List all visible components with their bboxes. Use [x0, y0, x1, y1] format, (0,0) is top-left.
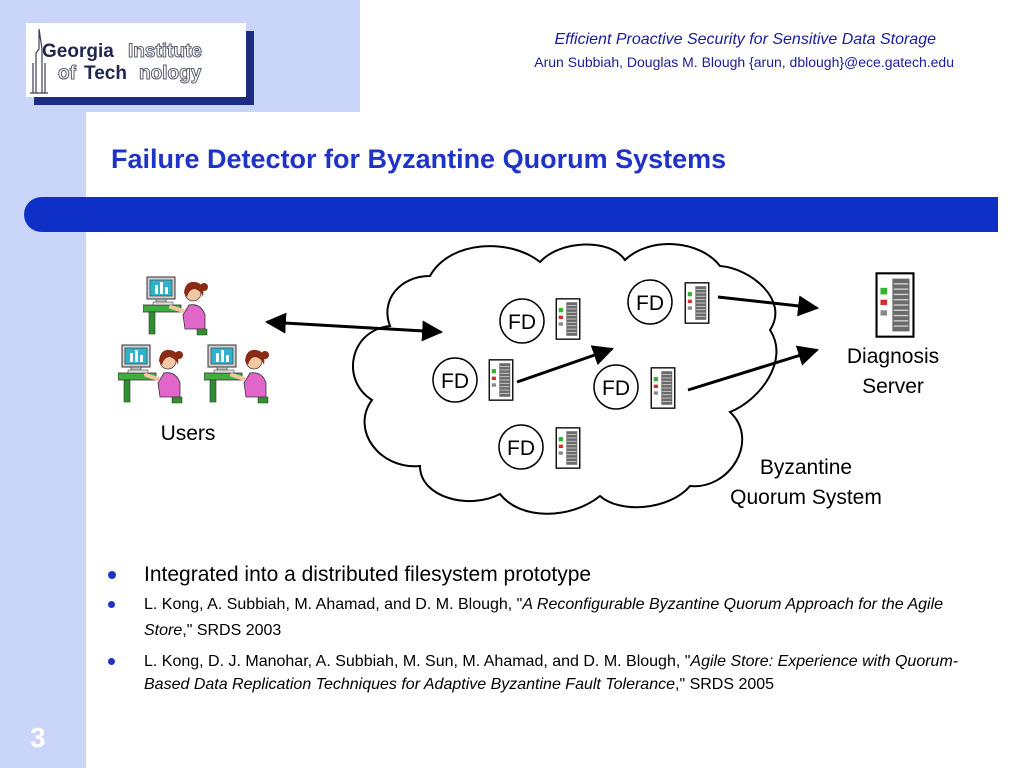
- bullet-dot-icon: [108, 571, 116, 579]
- logo-word-of: of: [58, 63, 77, 85]
- quorum-cloud: [352, 243, 778, 515]
- citation-authors: L. Kong, D. J. Manohar, A. Subbiah, M. S…: [144, 653, 691, 670]
- logo-word-institute: Institute: [128, 41, 203, 63]
- citation-venue: ," SRDS 2005: [675, 676, 775, 693]
- architecture-diagram: Users FD FD FD FD FD Diagnosis Server By…: [118, 243, 939, 515]
- diagnosis-server-label-line1: Diagnosis: [847, 345, 939, 368]
- fd-arrow: [516, 345, 614, 384]
- server-icon: [684, 282, 710, 324]
- byzantine-quorum-label-line2: Quorum System: [730, 486, 882, 509]
- citation-title: Agile Store: Experience with Quorum-Base…: [144, 653, 959, 693]
- fd-label: FD: [636, 292, 664, 315]
- tech-tower-icon: [30, 28, 48, 94]
- user-at-computer-icon: [204, 343, 271, 404]
- title-underline-bar: [24, 197, 998, 232]
- fd-node: FD: [498, 424, 581, 470]
- fd-label: FD: [508, 311, 536, 334]
- header-authors: Arun Subbiah, Douglas M. Blough {arun, d…: [534, 54, 954, 70]
- diagnosis-server-icon: [875, 272, 915, 338]
- fd-node: FD: [627, 279, 710, 325]
- bullet-item: L. Kong, D. J. Manohar, A. Subbiah, M. S…: [108, 650, 988, 696]
- diagnosis-server-label-line2: Server: [862, 375, 924, 398]
- header-title: Efficient Proactive Security for Sensiti…: [554, 31, 936, 48]
- bullet-text: Integrated into a distributed filesystem…: [144, 563, 592, 586]
- fd-node: FD: [499, 298, 581, 344]
- slide-title: Failure Detector for Byzantine Quorum Sy…: [111, 144, 727, 174]
- bullet-dot-icon: [108, 601, 115, 608]
- user-at-computer-icon: [143, 275, 210, 336]
- page-number: 3: [30, 722, 46, 753]
- citation-venue: ," SRDS 2003: [182, 622, 282, 639]
- fd-to-server-arrow-top: [717, 295, 820, 317]
- logo-word-nology: nology: [138, 63, 202, 85]
- logo-word-georgia: Georgia: [42, 41, 114, 62]
- fd-label: FD: [507, 437, 535, 460]
- fd-label: FD: [441, 370, 469, 393]
- citation-title: A Reconfigurable Byzantine Quorum Approa…: [144, 596, 944, 639]
- fd-node: FD: [432, 357, 514, 403]
- bullet-item: L. Kong, A. Subbiah, M. Ahamad, and D. M…: [108, 592, 988, 644]
- users-label: Users: [161, 422, 216, 445]
- citation-authors: L. Kong, A. Subbiah, M. Ahamad, and D. M…: [144, 596, 523, 613]
- fd-label: FD: [602, 377, 630, 400]
- logo-word-tech: Tech: [84, 63, 127, 84]
- fd-to-server-arrow-bottom: [687, 345, 820, 392]
- user-at-computer-icon: [118, 343, 185, 404]
- bullet-dot-icon: [108, 658, 115, 665]
- georgia-tech-logo: Georgia Institute of Tech nology: [26, 23, 246, 97]
- bullet-list: Integrated into a distributed filesystem…: [108, 560, 988, 696]
- bullet-item: Integrated into a distributed filesystem…: [108, 560, 988, 590]
- byzantine-quorum-label-line1: Byzantine: [760, 456, 852, 479]
- user-cloud-arrow: [264, 312, 444, 342]
- server-icon: [555, 298, 581, 340]
- fd-node: FD: [593, 364, 676, 410]
- server-icon: [650, 367, 676, 409]
- sidebar-band: [0, 0, 86, 768]
- server-icon: [488, 359, 514, 401]
- server-icon: [555, 427, 581, 469]
